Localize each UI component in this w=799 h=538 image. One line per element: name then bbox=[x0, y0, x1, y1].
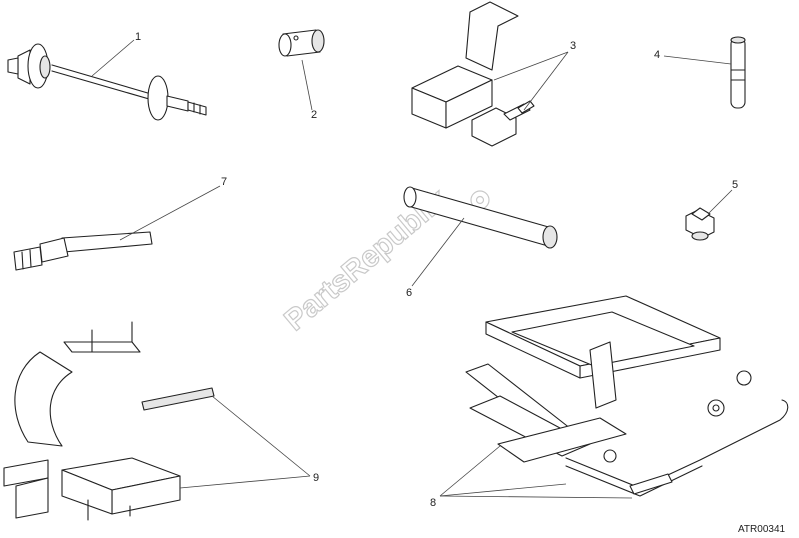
reference-code: ATR00341 bbox=[738, 524, 786, 535]
callout-4: 4 bbox=[654, 49, 660, 61]
callout-1: 1 bbox=[135, 31, 141, 43]
callout-5: 5 bbox=[732, 179, 738, 191]
tool-part-9[interactable] bbox=[3, 321, 215, 521]
callout-6: 6 bbox=[406, 287, 412, 299]
tool-part-3[interactable] bbox=[411, 1, 535, 147]
tool-part-2[interactable] bbox=[278, 29, 325, 57]
callout-3: 3 bbox=[570, 40, 576, 52]
callout-8: 8 bbox=[430, 497, 436, 509]
tool-part-6[interactable] bbox=[403, 186, 558, 249]
callout-7: 7 bbox=[221, 176, 227, 188]
callout-2: 2 bbox=[311, 109, 317, 121]
tool-part-4[interactable] bbox=[730, 36, 746, 109]
callout-9: 9 bbox=[313, 472, 319, 484]
tool-part-5[interactable] bbox=[685, 207, 715, 241]
tool-part-1[interactable] bbox=[7, 43, 207, 121]
tool-part-8[interactable] bbox=[465, 295, 789, 497]
leader-lines bbox=[91, 39, 733, 499]
tool-part-7[interactable] bbox=[13, 231, 153, 271]
